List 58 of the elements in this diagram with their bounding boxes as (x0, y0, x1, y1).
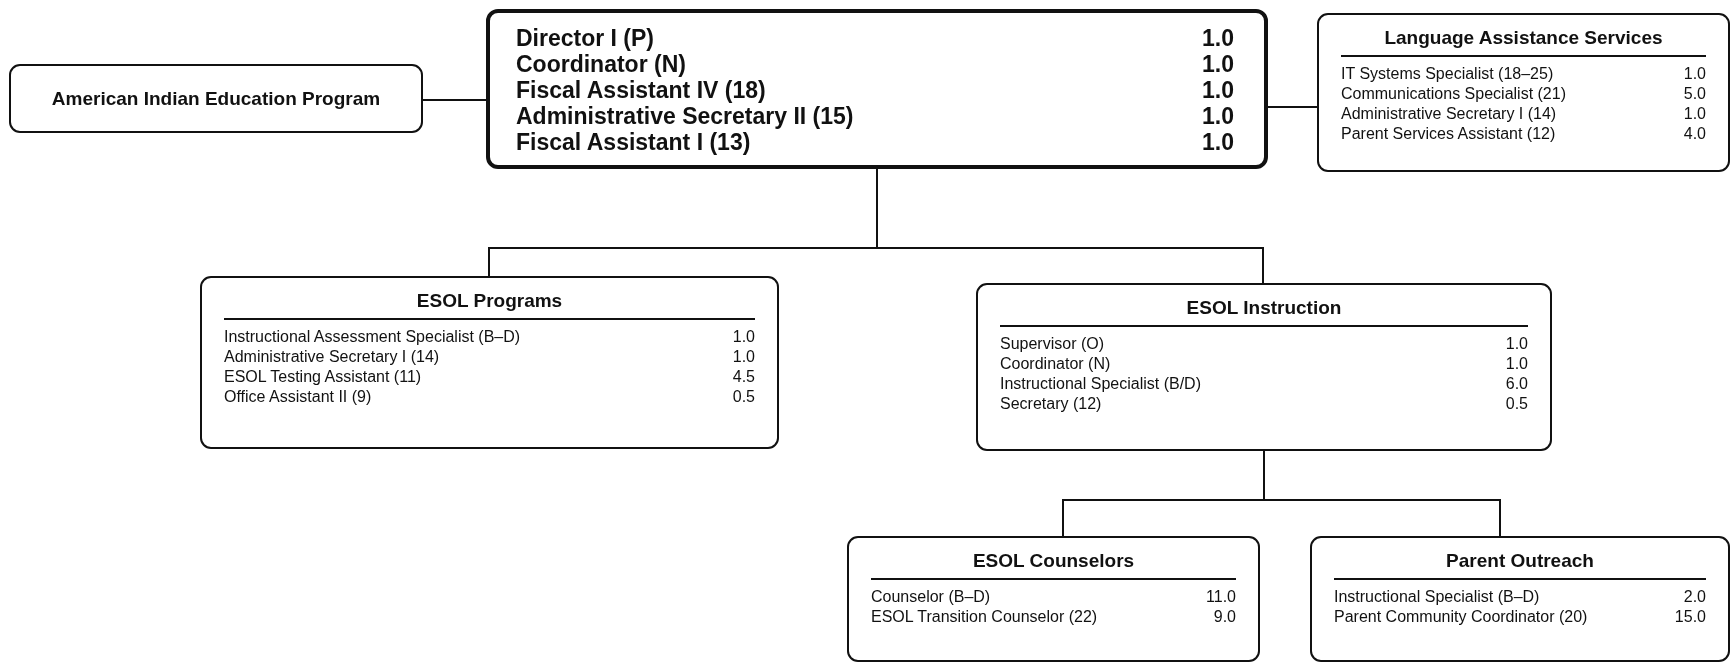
box-heading: Language Assistance Services (1383, 27, 1664, 50)
box-heading: ESOL Programs (415, 290, 564, 313)
fte-value: 1.0 (1202, 103, 1234, 129)
position-title: Supervisor (O) (1000, 334, 1105, 354)
fte-value: 4.0 (1683, 124, 1706, 144)
fte-value: 1.0 (732, 327, 755, 347)
position-title: Counselor (B–D) (871, 587, 991, 607)
position-title: Administrative Secretary I (14) (1341, 104, 1557, 124)
position-title: Fiscal Assistant I (13) (516, 129, 751, 155)
fte-value: 1.0 (1683, 64, 1706, 84)
fte-value: 9.0 (1213, 607, 1236, 627)
position-title: Administrative Secretary II (15) (516, 103, 854, 129)
org-box (1317, 13, 1730, 172)
position-title: Instructional Specialist (B/D) (1000, 374, 1201, 394)
box-heading: American Indian Education Program (50, 87, 382, 110)
position-title: Coordinator (N) (516, 51, 686, 77)
fte-value: 4.5 (732, 367, 755, 387)
position-title: IT Systems Specialist (18–25) (1341, 64, 1554, 84)
position-title: Office Assistant II (9) (224, 387, 372, 407)
fte-value: 11.0 (1206, 587, 1236, 607)
box-heading: Parent Outreach (1445, 550, 1595, 573)
org-box (1310, 536, 1730, 662)
org-box (976, 283, 1552, 451)
position-title: ESOL Transition Counselor (22) (871, 607, 1098, 627)
position-title: Instructional Specialist (B–D) (1334, 587, 1540, 607)
position-title: Fiscal Assistant IV (18) (516, 77, 766, 103)
fte-value: 1.0 (1202, 51, 1234, 77)
position-title: Communications Specialist (21) (1341, 84, 1566, 104)
org-box (847, 536, 1260, 662)
org-box (9, 64, 423, 133)
connector-line (422, 99, 487, 101)
box-heading: ESOL Instruction (1185, 297, 1343, 320)
position-title: Secretary (12) (1000, 394, 1102, 414)
fte-value: 2.0 (1683, 587, 1706, 607)
fte-value: 5.0 (1683, 84, 1706, 104)
position-title: Instructional Assessment Specialist (B–D) (224, 327, 521, 347)
fte-value: 6.0 (1505, 374, 1528, 394)
connector-line (1263, 450, 1501, 537)
fte-value: 1.0 (732, 347, 755, 367)
fte-value: 0.5 (1505, 394, 1528, 414)
connector-line (1267, 106, 1318, 108)
fte-value: 15.0 (1674, 607, 1706, 627)
position-title: Director I (P) (516, 25, 655, 51)
position-title: Parent Community Coordinator (20) (1334, 607, 1588, 627)
fte-value: 1.0 (1202, 77, 1234, 103)
fte-value: 1.0 (1202, 25, 1234, 51)
fte-value: 1.0 (1505, 334, 1528, 354)
fte-value: 0.5 (732, 387, 755, 407)
box-heading: ESOL Counselors (971, 550, 1136, 573)
position-title: ESOL Testing Assistant (11) (224, 367, 422, 387)
org-box (486, 9, 1268, 169)
position-title: Coordinator (N) (1000, 354, 1111, 374)
fte-value: 1.0 (1202, 129, 1234, 155)
position-title: Administrative Secretary I (14) (224, 347, 440, 367)
fte-value: 1.0 (1505, 354, 1528, 374)
position-title: Parent Services Assistant (12) (1341, 124, 1556, 144)
fte-value: 1.0 (1683, 104, 1706, 124)
org-box (200, 276, 779, 449)
